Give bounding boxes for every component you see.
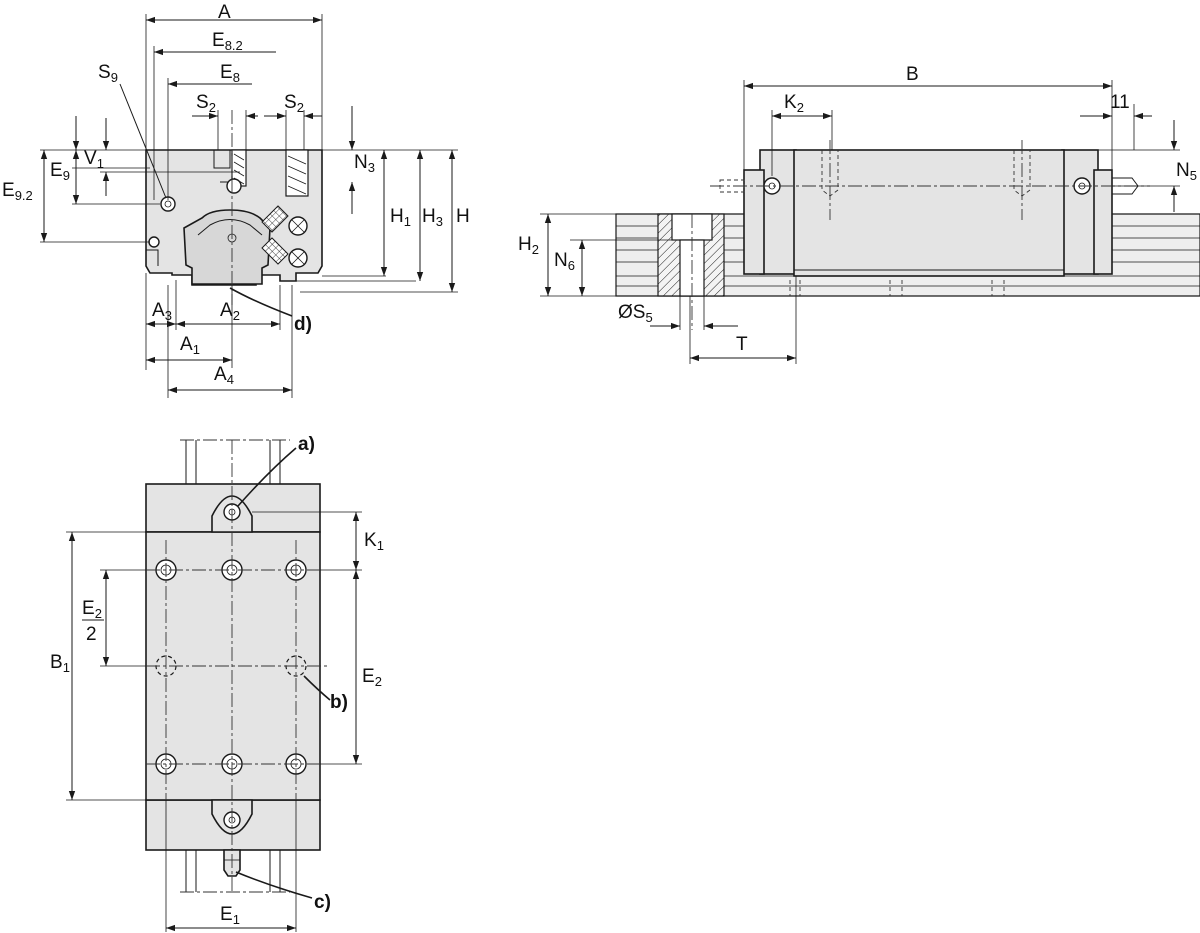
end-cap-right — [1061, 149, 1099, 275]
callout-b: b) — [330, 692, 348, 713]
label-A4: A4 — [214, 364, 234, 387]
seal-right — [1093, 169, 1113, 275]
label-E2-over-2: E2 — [82, 598, 102, 621]
label-H: H — [456, 206, 470, 227]
callout-a: a) — [298, 434, 315, 455]
label-A2: A2 — [220, 300, 240, 323]
label-E2: E2 — [362, 666, 382, 689]
label-N6: N6 — [554, 250, 575, 273]
rail-profile — [183, 209, 271, 285]
front-view: A E8.2 E8 S9 S2 S2 V1 E9 E9.2 N3 H1 H3 H… — [2, 2, 470, 398]
label-K2: K2 — [784, 92, 804, 115]
callout-c: c) — [314, 892, 331, 913]
top-recess — [213, 149, 231, 169]
label-E82: E8.2 — [212, 30, 243, 53]
label-S9: S9 — [98, 62, 118, 85]
callout-d: d) — [294, 314, 312, 335]
label-K1: K1 — [364, 530, 384, 553]
lube-port-side — [148, 236, 160, 248]
leader-a — [237, 447, 297, 507]
top-view: a) K1 E2 2 B1 E2 b) c) E1 — [50, 434, 384, 932]
seal-step-left — [146, 249, 159, 266]
rail-groove — [197, 219, 263, 236]
label-S2-left: S2 — [196, 92, 216, 115]
label-A1: A1 — [180, 334, 200, 357]
label-B: B — [906, 64, 919, 85]
label-E92: E9.2 — [2, 180, 33, 203]
label-N5: N5 — [1176, 160, 1197, 183]
leader-b — [303, 675, 331, 701]
leader-d — [229, 287, 293, 317]
label-fraction-den: 2 — [86, 624, 97, 645]
leader-c — [235, 871, 313, 899]
label-E8: E8 — [220, 62, 240, 85]
label-11: 11 — [1110, 92, 1130, 113]
label-H1: H1 — [390, 206, 411, 229]
label-H2: H2 — [518, 234, 539, 257]
label-T: T — [736, 334, 748, 355]
label-E1: E1 — [220, 904, 240, 927]
seal-left — [743, 169, 765, 275]
label-S2-right: S2 — [284, 92, 304, 115]
ball-recirculation — [261, 205, 308, 268]
label-A: A — [218, 2, 231, 23]
leader-s9 — [119, 83, 167, 199]
label-V1: V1 — [84, 148, 104, 171]
threaded-holes-s2 — [226, 149, 309, 197]
label-A3: A3 — [152, 300, 172, 323]
side-view: B K2 11 N5 H2 N6 ØS5 T — [518, 64, 1200, 364]
label-H3: H3 — [422, 206, 443, 229]
label-E9: E9 — [50, 160, 70, 183]
label-S5: ØS5 — [618, 302, 653, 325]
label-N3: N3 — [354, 152, 375, 175]
end-cap-left — [759, 149, 797, 275]
label-B1: B1 — [50, 652, 70, 675]
carriage-side — [793, 149, 1065, 277]
